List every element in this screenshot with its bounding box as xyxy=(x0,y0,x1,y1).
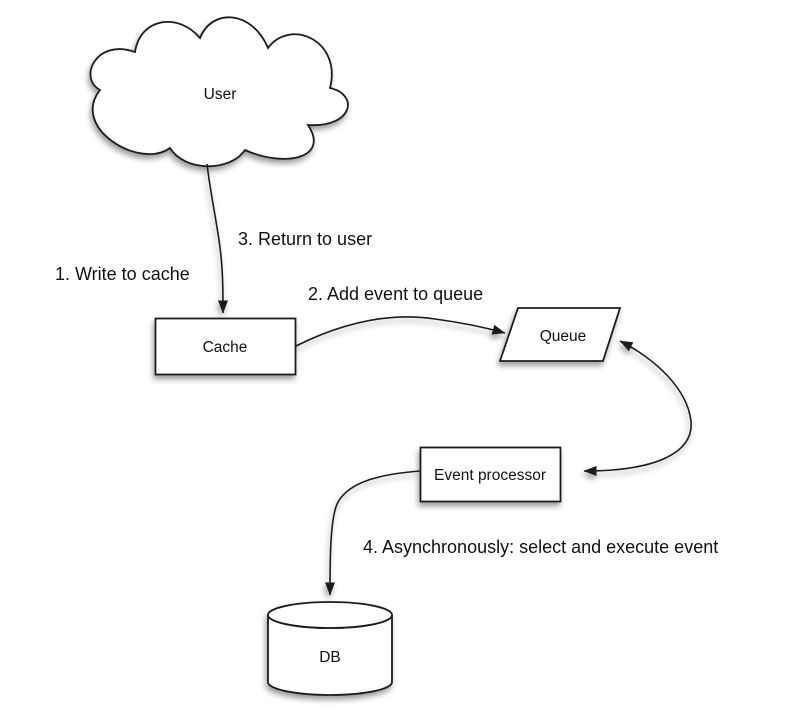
user-node-label: User xyxy=(204,86,237,103)
db-cylinder-shape xyxy=(267,601,393,696)
cache-node-label: Cache xyxy=(203,339,248,356)
db-cylinder-top xyxy=(267,601,393,629)
arrow-cache-to-queue xyxy=(295,316,506,347)
step1-label: 1. Write to cache xyxy=(55,264,190,284)
step3-label: 3. Return to user xyxy=(238,229,372,249)
arrow-event-processor-to-db xyxy=(325,470,421,596)
arrow-queue-event-processor xyxy=(583,340,692,476)
step4-label: 4. Asynchronously: select and execute ev… xyxy=(363,537,718,557)
user-cloud-shape xyxy=(89,16,349,168)
step2-label: 2. Add event to queue xyxy=(308,284,483,304)
db-node-label: DB xyxy=(319,649,341,666)
event-processor-box-shape xyxy=(419,446,562,503)
cache-box-shape xyxy=(154,317,297,376)
queue-node-label: Queue xyxy=(540,328,587,345)
event-processor-node-label: Event processor xyxy=(434,467,546,484)
arrow-user-to-cache xyxy=(206,163,228,314)
